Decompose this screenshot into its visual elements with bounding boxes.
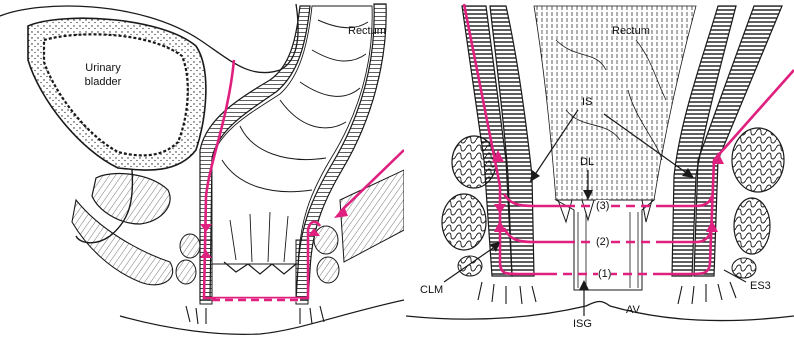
anal-verge-tufts xyxy=(186,306,324,324)
bladder-label-line2: bladder xyxy=(78,76,128,89)
is-label: IS xyxy=(582,96,592,109)
bladder-lumen xyxy=(44,34,188,155)
external-sphincter-post-2 xyxy=(317,257,339,283)
coronal-section-panel: Rectum IS DL (3) (2) (1) CLM ES3 ISG AV xyxy=(406,0,794,340)
dl-label: DL xyxy=(580,156,594,169)
plane2-label: (2) xyxy=(596,236,609,249)
external-sphincter-ant-1 xyxy=(180,234,200,258)
levator-ani xyxy=(340,170,404,262)
sagittal-section-drawing xyxy=(0,0,404,340)
rectum-label: Rectum xyxy=(348,25,386,38)
es3-label: ES3 xyxy=(750,280,771,293)
es-bundle-right-upper xyxy=(732,128,784,192)
plane3-label: (3) xyxy=(596,200,609,213)
bladder-label-line1: Urinary xyxy=(78,62,128,75)
clm-leader xyxy=(444,246,496,282)
es-bundle-left-small xyxy=(458,256,482,276)
external-sphincter-post-1 xyxy=(314,226,338,254)
es-bundle-right-lower xyxy=(734,198,770,254)
plane1-label: (1) xyxy=(598,268,611,281)
perianal-skin xyxy=(406,302,794,321)
es-bundle-left-lower xyxy=(442,194,486,250)
rectum-label-coronal: Rectum xyxy=(612,25,650,38)
isg-label: ISG xyxy=(573,318,592,331)
external-sphincter-ant-2 xyxy=(176,260,196,284)
internal-sphincter-posterior xyxy=(296,240,308,304)
clm-label: CLM xyxy=(420,284,443,297)
es-bundle-right-small xyxy=(732,258,756,278)
av-label: AV xyxy=(626,304,640,317)
es-bundle-left-upper xyxy=(452,136,496,188)
perineum-contour xyxy=(120,300,404,334)
sagittal-section-panel: Rectum Urinary bladder xyxy=(0,0,404,340)
coronal-section-drawing xyxy=(406,0,794,340)
